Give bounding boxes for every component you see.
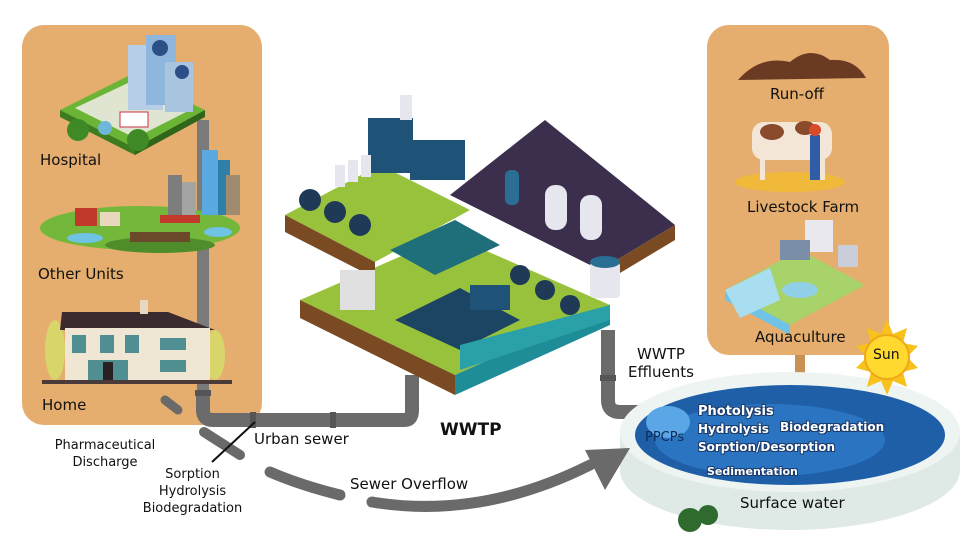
runoff-illustration bbox=[738, 52, 866, 80]
hydrolysis-label: Hydrolysis bbox=[698, 422, 769, 436]
sorption-desorption-label: Sorption/Desorption bbox=[698, 440, 836, 454]
biodegradation-label: Biodegradation bbox=[780, 420, 885, 434]
aquaculture-label: Aquaculture bbox=[755, 328, 846, 346]
surface-water-label: Surface water bbox=[740, 494, 845, 512]
home-illustration bbox=[42, 300, 232, 384]
other-units-illustration bbox=[40, 150, 240, 253]
hospital-illustration bbox=[60, 35, 205, 155]
pharmaceutical-discharge-label: Pharmaceutical Discharge bbox=[54, 438, 156, 470]
sewer-processes-label: Sorption Hydrolysis Biodegradation bbox=[142, 467, 243, 516]
surface-water-pond bbox=[620, 372, 960, 532]
hospital-label: Hospital bbox=[40, 151, 102, 169]
sedimentation-label: Sedimentation bbox=[707, 465, 798, 478]
home-label: Home bbox=[42, 396, 87, 414]
sewer-overflow-label: Sewer Overflow bbox=[350, 475, 469, 493]
sun-label: Sun bbox=[873, 347, 900, 363]
sun-icon bbox=[856, 320, 918, 395]
wwtp-illustration bbox=[285, 95, 675, 395]
sewer-overflow-arrow bbox=[264, 448, 630, 512]
effluent-pipe bbox=[600, 330, 650, 419]
other-units-label: Other Units bbox=[38, 265, 124, 283]
ppcps-label: PPCPs bbox=[645, 430, 685, 445]
photolysis-label: Photolysis bbox=[698, 404, 774, 419]
pharmaceutical-discharge-arrow bbox=[160, 395, 245, 460]
wwtp-effluents-label: WWTP Effluents bbox=[628, 345, 694, 381]
wwtp-label: WWTP bbox=[440, 420, 502, 440]
livestock-farm-label: Livestock Farm bbox=[747, 198, 860, 216]
livestock-illustration bbox=[735, 121, 845, 192]
urban-sewer-label: Urban sewer bbox=[254, 430, 349, 448]
aquaculture-illustration bbox=[725, 220, 865, 335]
runoff-label: Run-off bbox=[770, 85, 824, 103]
sewer-process-pointer bbox=[211, 421, 256, 463]
